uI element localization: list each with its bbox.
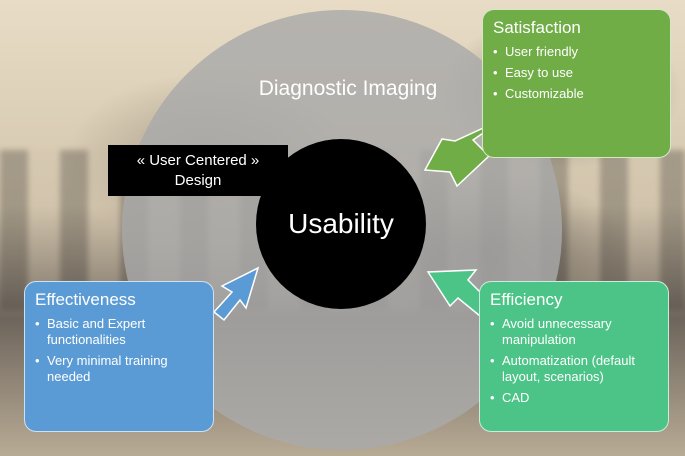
list-item: CAD — [490, 390, 658, 406]
satisfaction-card: Satisfaction User friendly Easy to use C… — [482, 9, 671, 158]
list-item: Automatization (default layout, scenario… — [490, 353, 658, 385]
efficiency-arrow — [426, 269, 494, 318]
diagnostic-imaging-title: Diagnostic Imaging — [258, 77, 438, 100]
list-item: Customizable — [493, 86, 660, 102]
efficiency-title: Efficiency — [490, 290, 563, 309]
satisfaction-title: Satisfaction — [493, 18, 581, 37]
user-centered-design-label: « User Centered » Design — [108, 145, 288, 196]
ucd-line-2: Design — [174, 171, 222, 189]
satisfaction-list: User friendly Easy to use Customizable — [493, 44, 660, 102]
effectiveness-arrow — [212, 266, 260, 322]
usability-circle: Usability — [256, 139, 426, 309]
list-item: Avoid unnecessary manipulation — [490, 316, 658, 348]
list-item: Easy to use — [493, 65, 660, 81]
effectiveness-card: Effectiveness Basic and Expert functiona… — [24, 281, 214, 432]
list-item: Basic and Expert functionalities — [35, 316, 203, 348]
effectiveness-list: Basic and Expert functionalities Very mi… — [35, 316, 203, 385]
satisfaction-arrow — [423, 117, 506, 188]
efficiency-card: Efficiency Avoid unnecessary manipulatio… — [479, 281, 669, 432]
ucd-line-1: « User Centered » — [136, 151, 260, 169]
usability-label: Usability — [288, 208, 394, 239]
efficiency-list: Avoid unnecessary manipulation Automatiz… — [490, 316, 658, 406]
effectiveness-title: Effectiveness — [35, 290, 136, 309]
list-item: Very minimal training needed — [35, 353, 203, 385]
list-item: User friendly — [493, 44, 660, 60]
